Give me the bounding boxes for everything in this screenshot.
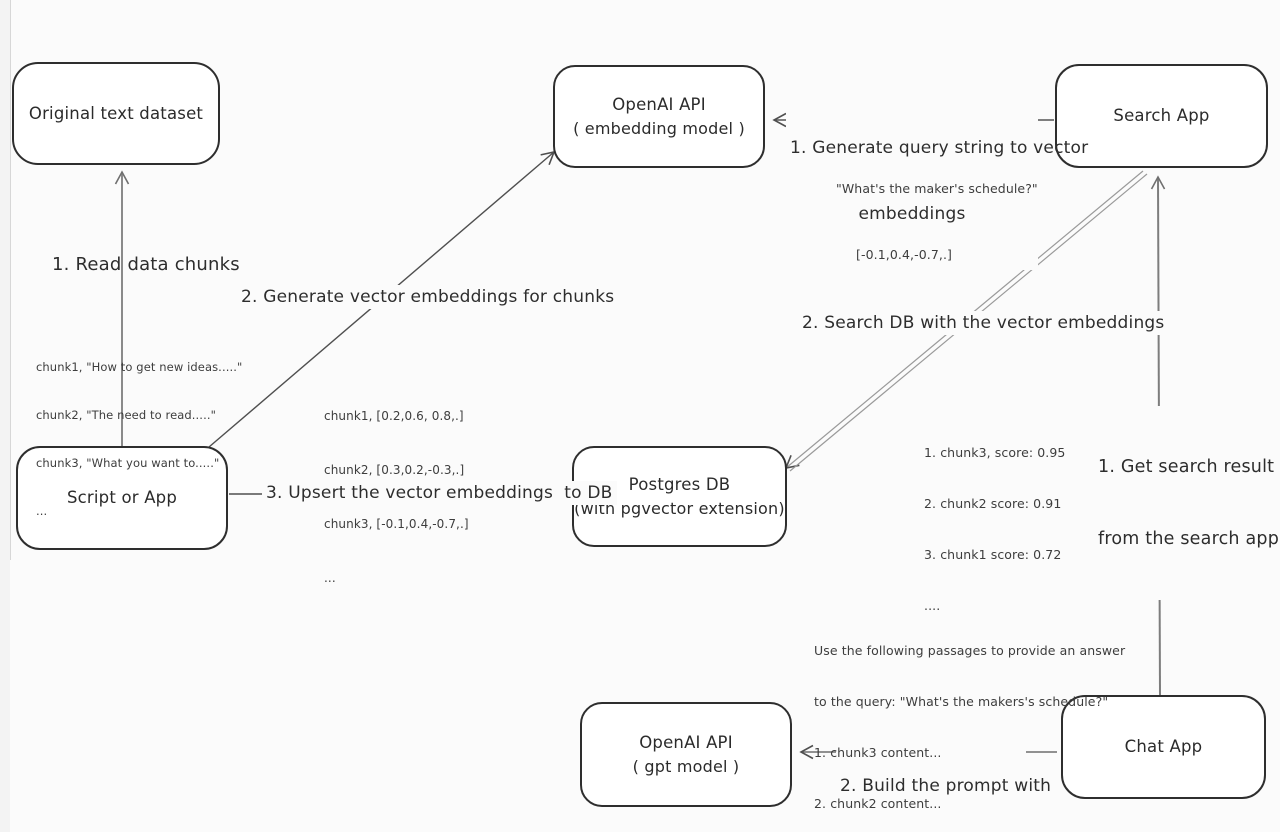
edge-label-generate-embeddings: 2. Generate vector embeddings for chunks — [237, 285, 619, 309]
page-edge-strip — [0, 0, 10, 832]
annotation-line: ... — [36, 504, 48, 518]
annotation-line: chunk1, [0.2,0.6, 0.8,.] — [324, 409, 464, 423]
node-chat-app: Chat App — [1061, 695, 1266, 799]
edge-label-query-to-vector: 1. Generate query string to vector embed… — [786, 92, 1089, 270]
node-title: OpenAI API — [612, 94, 706, 114]
annotation-line: .... — [924, 598, 941, 613]
annotation-line: 1. chunk3, score: 0.95 — [924, 445, 1066, 460]
annotation-line: 2. chunk2 score: 0.91 — [924, 496, 1062, 511]
annotation-line: chunk1, "How to get new ideas....." — [36, 360, 243, 374]
annotation-line: chunk3, [-0.1,0.4,-0.7,.] — [324, 517, 469, 531]
annotation-query-string: "What's the maker's schedule?" — [836, 181, 1038, 196]
node-subtitle: ( gpt model ) — [632, 756, 740, 776]
node-title: Chat App — [1124, 737, 1203, 756]
node-subtitle: ( embedding model ) — [573, 118, 745, 138]
node-subtitle: (with pgvector extension) — [574, 498, 785, 518]
annotation-line: 1. chunk3 content... — [814, 745, 942, 760]
node-title: Original text dataset — [28, 103, 204, 123]
edge-label-search-db: 2. Search DB with the vector embeddings — [798, 311, 1169, 335]
node-title: Search App — [1113, 106, 1210, 125]
page-edge-line — [10, 0, 11, 560]
annotation-query-vector: [-0.1,0.4,-0.7,.] — [856, 247, 953, 262]
node-title: OpenAI API — [639, 732, 733, 752]
annotation-line: Use the following passages to provide an… — [814, 643, 1126, 658]
node-embedding-api: OpenAI API ( embedding model ) — [553, 65, 765, 168]
annotation-search-scores: 1. chunk3, score: 0.95 2. chunk2 score: … — [924, 410, 1065, 648]
annotation-chunk-texts: chunk1, "How to get new ideas....." chun… — [36, 327, 242, 551]
edge-label-line: 1. Get search result — [1098, 457, 1275, 477]
annotation-line: to the query: "What's the makers's sched… — [814, 694, 1109, 709]
edge-label-line: 1. Generate query string to vector — [790, 138, 1089, 158]
edge-label-get-result: 1. Get search result from the search app — [1094, 406, 1280, 600]
annotation-line: ... — [324, 571, 336, 585]
annotation-line: 3. chunk1 score: 0.72 — [924, 547, 1062, 562]
node-script-app: Script or App — [16, 446, 228, 550]
node-gpt-api: OpenAI API ( gpt model ) — [580, 702, 792, 807]
annotation-line: chunk2, "The need to read....." — [36, 408, 216, 422]
node-search-app: Search App — [1055, 64, 1268, 168]
annotation-prompt-text: Use the following passages to provide an… — [814, 608, 1125, 832]
annotation-line: 2. chunk2 content... — [814, 796, 942, 811]
edge-label-line: embeddings — [858, 204, 966, 224]
node-postgres-db: Postgres DB (with pgvector extension) — [572, 446, 787, 547]
node-title: Postgres DB — [628, 474, 731, 494]
annotation-line: chunk3, "What you want to....." — [36, 456, 220, 470]
node-title: Script or App — [66, 488, 178, 507]
node-original-dataset: Original text dataset — [12, 62, 220, 165]
annotation-line: chunk2, [0.3,0.2,-0.3,.] — [324, 463, 465, 477]
edge-label-line: from the search app — [1098, 529, 1280, 549]
edge-label-read-chunks: 1. Read data chunks — [52, 254, 240, 275]
annotation-chunk-vectors: chunk1, [0.2,0.6, 0.8,.] chunk2, [0.3,0.… — [324, 371, 469, 623]
